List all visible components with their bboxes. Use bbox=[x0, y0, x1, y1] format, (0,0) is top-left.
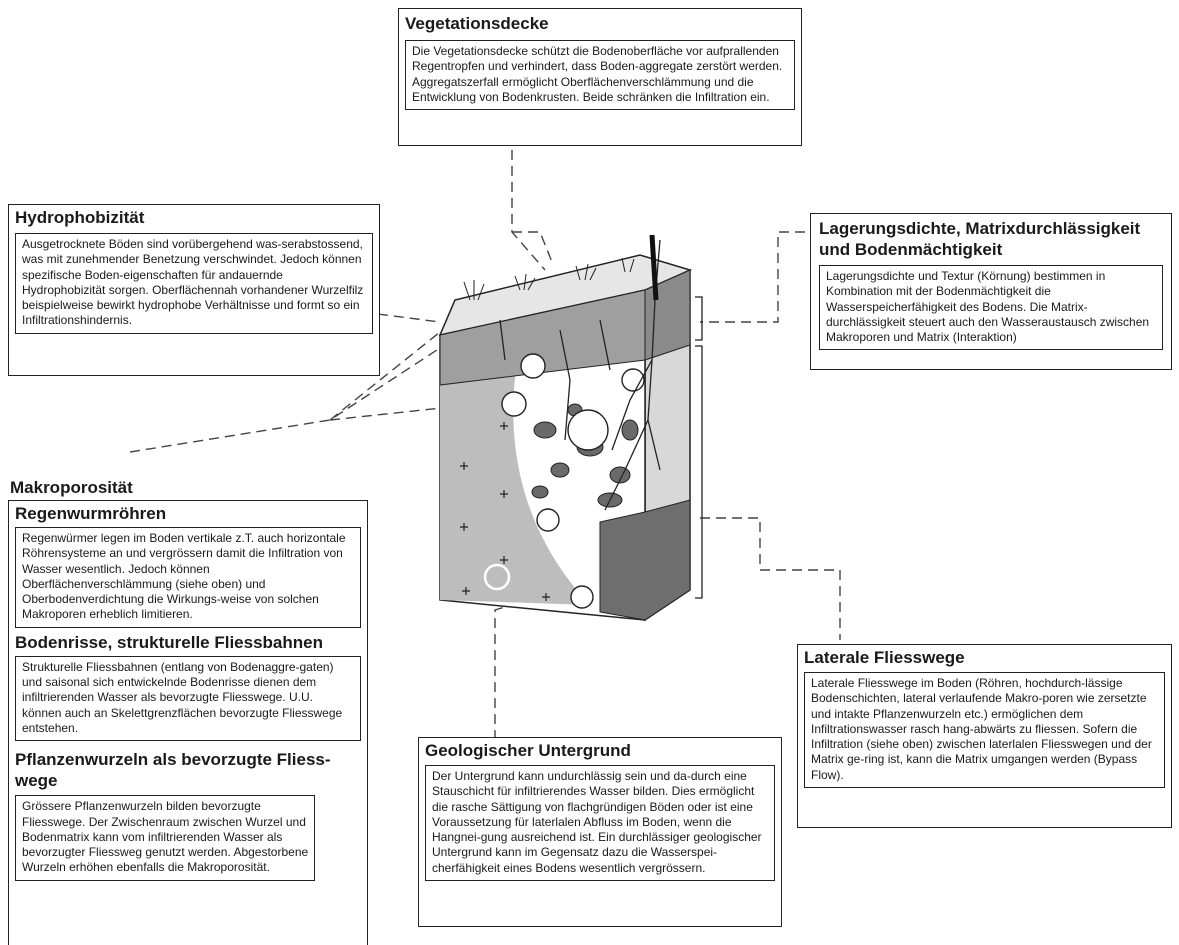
leader-vegetation bbox=[511, 150, 546, 271]
geology-box: Geologischer Untergrund Der Untergrund k… bbox=[418, 737, 782, 927]
lateral-box: Laterale Fliesswege Laterale Fliesswege … bbox=[797, 644, 1172, 828]
vegetation-text: Die Vegetationsdecke schützt die Bodenob… bbox=[405, 40, 795, 111]
plant-roots bbox=[499, 239, 661, 511]
macroporosity-box: Regenwurmröhren Regenwürmer legen im Bod… bbox=[8, 500, 368, 945]
density-title: Lagerungsdichte, Matrixdurchlässigkeit u… bbox=[819, 219, 1141, 259]
density-box: Lagerungsdichte, Matrixdurchlässigkeit u… bbox=[810, 213, 1172, 370]
lateral-text: Laterale Fliesswege im Boden (Röhren, ho… bbox=[804, 672, 1165, 789]
hydrophobicity-box: Hydrophobizität Ausgetrocknete Böden sin… bbox=[8, 204, 380, 376]
earthworm-text: Regenwürmer legen im Boden vertikale z.T… bbox=[15, 527, 361, 628]
leader-hydrophobicity bbox=[361, 311, 441, 323]
macropores bbox=[501, 353, 645, 609]
leader-vegetation-2 bbox=[512, 231, 553, 263]
hydrophobicity-title: Hydrophobizität bbox=[15, 208, 145, 227]
lateral-flow-layer bbox=[599, 499, 691, 621]
stones bbox=[531, 403, 639, 508]
hydrophobicity-text: Ausgetrocknete Böden sind vorübergehend … bbox=[15, 233, 373, 334]
roots-text: Grössere Pflanzenwurzeln bilden bevorzug… bbox=[15, 795, 315, 881]
lateral-title: Laterale Fliesswege bbox=[804, 648, 965, 667]
vegetation-box: Vegetationsdecke Die Vegetationsdecke sc… bbox=[398, 8, 802, 146]
grass-tufts bbox=[463, 257, 635, 301]
leader-macroporosity bbox=[129, 347, 441, 453]
geology-text: Der Untergrund kann undurchlässig sein u… bbox=[425, 765, 775, 882]
leader-lateral bbox=[700, 517, 841, 640]
leader-macroporosity-2 bbox=[329, 405, 461, 421]
geology-title: Geologischer Untergrund bbox=[425, 741, 631, 760]
roots-title: Pflanzenwurzeln als bevorzugte Fliess-we… bbox=[15, 750, 331, 791]
macroporosity-title: Makroporosität bbox=[10, 478, 133, 497]
bracket-upper bbox=[695, 296, 703, 341]
dead-root bbox=[649, 234, 659, 301]
density-text: Lagerungsdichte und Textur (Körnung) bes… bbox=[819, 265, 1163, 351]
leader-lines bbox=[129, 150, 841, 740]
leader-macroporosity-3 bbox=[329, 331, 441, 421]
highlighted-pore bbox=[483, 563, 511, 591]
earthworm-title: Regenwurmröhren bbox=[15, 504, 167, 523]
grey-matrix-region bbox=[440, 345, 590, 605]
vegetation-title: Vegetationsdecke bbox=[405, 14, 549, 33]
leader-density bbox=[700, 231, 805, 323]
cracks-text: Strukturelle Fliessbahnen (entlang von B… bbox=[15, 655, 361, 742]
plus-marks bbox=[460, 422, 550, 601]
leader-geology bbox=[494, 589, 561, 740]
cracks-title: Bodenrisse, strukturelle Fliessbahnen bbox=[15, 632, 323, 652]
bracket-lower bbox=[695, 345, 703, 599]
